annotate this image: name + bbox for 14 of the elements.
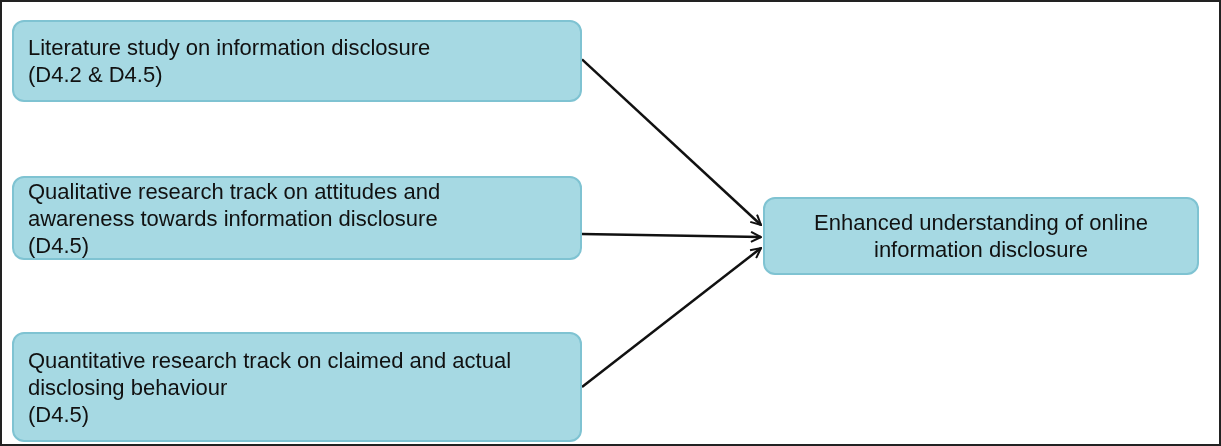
arrow <box>581 247 762 388</box>
box-text: (D4.5) <box>28 231 90 259</box>
box-text: Quantitative research track on claimed and actual disclosing behaviour <box>28 346 513 401</box>
arrow <box>581 230 762 243</box>
arrow <box>581 58 762 226</box>
box-text: Literature study on information disclosure <box>28 34 431 61</box>
box-text: (D4.5) <box>28 400 90 428</box>
box-text: Qualitative research track on attitudes and awareness towards information disclosure <box>28 177 442 232</box>
process-box <box>763 197 1199 275</box>
process-box <box>12 176 582 260</box>
box-text: Enhanced understanding of online information disclosure <box>813 209 1149 263</box>
process-box <box>12 332 582 442</box>
process-box <box>12 20 582 102</box>
box-text: (D4.2 & D4.5) <box>28 61 163 88</box>
